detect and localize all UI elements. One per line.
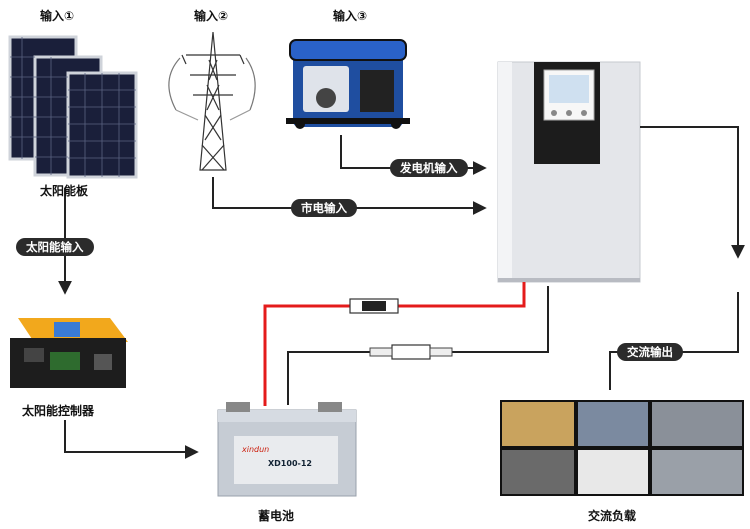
power-pylon-icon <box>168 31 256 171</box>
battery-icon: xindun XD100-12 <box>217 402 357 497</box>
grid-input-pill: 市电输入 <box>291 199 357 217</box>
battery-label: 蓄电池 <box>258 509 295 523</box>
solar-controller-icon <box>10 318 128 388</box>
generator-icon <box>286 39 410 129</box>
controller-label: 太阳能控制器 <box>22 404 95 418</box>
fuse-icon-lower <box>369 344 453 360</box>
battery-model-text: XD100-12 <box>268 459 312 468</box>
inverter-cabinet-icon <box>497 61 641 283</box>
ac-load-photo-grid <box>500 400 744 496</box>
solar-panel-icon <box>8 35 138 179</box>
input-3-label: 输入③ <box>333 9 368 23</box>
solar-input-pill: 太阳能输入 <box>16 238 94 256</box>
generator-input-pill: 发电机输入 <box>390 159 468 177</box>
battery-brand-text: xindun <box>241 445 269 454</box>
fuse-icon-upper <box>349 298 399 314</box>
solar-panel-label: 太阳能板 <box>40 184 89 198</box>
input-2-label: 输入② <box>194 9 229 23</box>
input-1-label: 输入① <box>40 9 75 23</box>
ac-output-pill: 交流输出 <box>617 343 683 361</box>
ac-load-label: 交流负载 <box>588 509 637 523</box>
